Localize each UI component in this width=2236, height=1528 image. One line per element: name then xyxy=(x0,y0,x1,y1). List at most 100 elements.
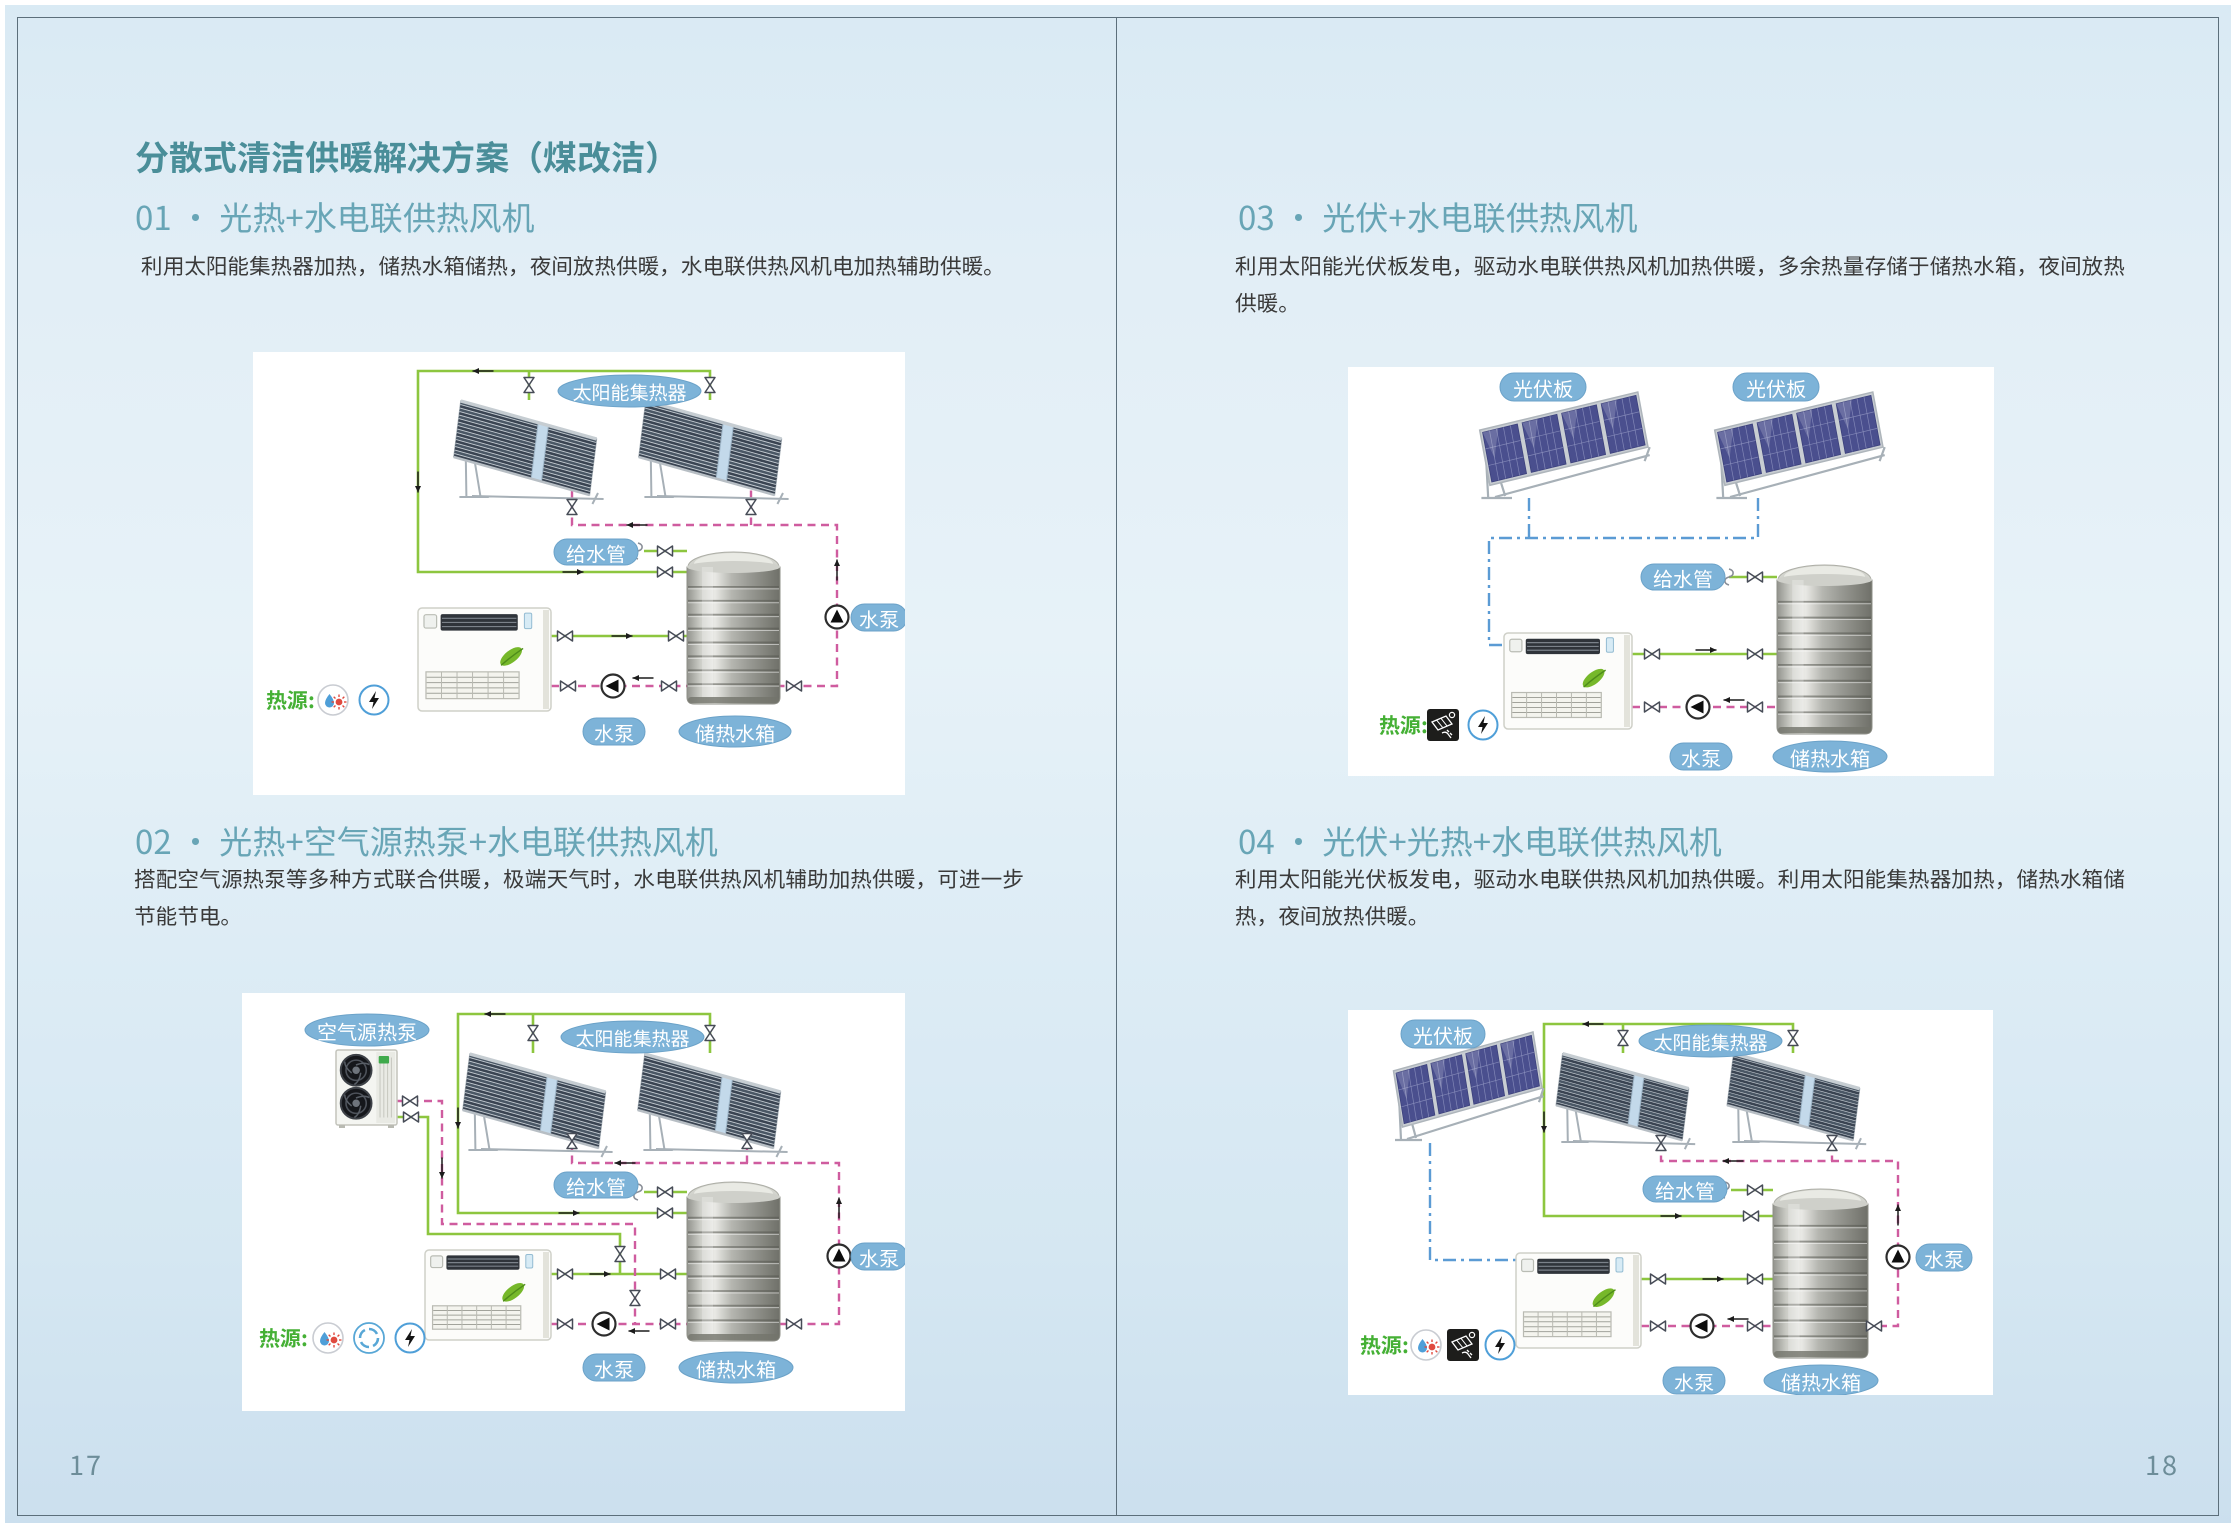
diagram-label-pill-shape xyxy=(678,1351,794,1384)
pv-panel-shape xyxy=(1601,399,1617,430)
flow-arrow-icon xyxy=(626,522,648,528)
fan-heater-shape xyxy=(1633,1255,1639,1346)
solar-collector-shape xyxy=(637,1108,774,1150)
solar-collector-shape xyxy=(463,1103,600,1145)
valve-triangle xyxy=(667,1268,677,1280)
solar-collector-shape xyxy=(1558,1083,1686,1121)
valve-triangle xyxy=(1865,1320,1875,1332)
pv-panel-shape xyxy=(1817,408,1828,458)
fan-heater-shape xyxy=(543,1252,549,1338)
valve-triangle xyxy=(564,1268,574,1280)
pipe-pink xyxy=(397,1099,637,1324)
valve-triangle xyxy=(1754,701,1764,713)
diagram-label-text: 太阳能集热器 xyxy=(1653,1029,1767,1056)
valve-icon xyxy=(566,498,578,516)
pv-panel-shape xyxy=(1720,440,1756,450)
pv-panel-shape xyxy=(1500,1040,1515,1071)
heat-source-cycle-icon-shape xyxy=(358,1328,366,1339)
symbols-layer xyxy=(1541,1021,1911,1339)
heat-pump-shape xyxy=(345,1092,368,1115)
pv-panel-shape xyxy=(1799,421,1835,431)
section-02-diagram: 空气源热泵太阳能集热器给水管水泵水泵储热水箱热源: xyxy=(242,993,905,1411)
schematic-canvas: 光伏板太阳能集热器给水管水泵水泵储热水箱热源: xyxy=(1360,1019,1973,1395)
heat-source-label: 热源: xyxy=(266,685,315,715)
solar-collector-shape xyxy=(642,425,779,467)
pv-panel-shape xyxy=(1777,417,1788,468)
pv-panel-shape xyxy=(1489,430,1500,481)
pv-panel-shape xyxy=(1505,1068,1537,1078)
heat-pump-shape xyxy=(388,1125,394,1128)
valve-icon xyxy=(566,1132,578,1150)
page-frame-border xyxy=(17,17,2219,1516)
solar-collector-shape xyxy=(1726,1103,1854,1142)
diagram-label-pill-shape xyxy=(304,1013,430,1047)
pv-panel-shape xyxy=(1607,428,1643,438)
valve-triangle xyxy=(1742,1210,1752,1222)
storage-tank-shape xyxy=(1772,1203,1869,1359)
pv-panel-shape xyxy=(1468,1061,1500,1071)
heat-source-pvchip-icon xyxy=(1427,709,1459,741)
valve-triangle xyxy=(556,630,566,642)
solar-collector-shape xyxy=(645,399,783,441)
diagram-label-text: 水泵 xyxy=(859,1243,899,1272)
fan-heater-shape xyxy=(1583,669,1606,688)
valve-triangle xyxy=(1746,571,1756,583)
diagram-label-pill-shape xyxy=(557,374,702,408)
pv-panel-shape xyxy=(1842,428,1878,438)
diagram-label-pill-shape xyxy=(850,1242,905,1271)
solar-collector-shape xyxy=(465,1085,602,1127)
valve-triangle xyxy=(664,545,674,557)
flow-arrow-icon xyxy=(1702,1276,1724,1282)
valve-triangle xyxy=(656,1207,666,1219)
pv-panel-shape xyxy=(1810,409,1821,460)
valve-triangle xyxy=(664,1186,674,1198)
pv-panel-shape xyxy=(1796,409,1813,439)
heat-source-label: 热源: xyxy=(259,1323,308,1353)
solar-collector-shape xyxy=(1561,1060,1689,1098)
valve-triangle xyxy=(1657,1273,1667,1285)
heat-pump-shape xyxy=(378,1056,390,1064)
solar-collector-shape xyxy=(1731,1070,1858,1108)
valve-icon xyxy=(629,1289,641,1307)
pv-panel-shape xyxy=(1564,421,1600,431)
pv-panel-shape xyxy=(1496,428,1507,479)
valve-triangle xyxy=(564,1318,574,1330)
valve-icon xyxy=(785,680,803,692)
solar-collector-shape xyxy=(637,1106,775,1148)
valve-triangle xyxy=(1746,701,1756,713)
valve-triangle xyxy=(793,680,803,692)
solar-collector-shape xyxy=(466,1075,604,1117)
valve-icon xyxy=(1746,648,1764,660)
pv-panel-shape xyxy=(1561,409,1578,439)
fan-heater-shape xyxy=(500,647,524,666)
pv-panel-shape xyxy=(1724,430,1735,481)
section-01-description: 利用太阳能集热器加热，储热水箱储热，夜间放热供暖，水电联供热风机电加热辅助供暖。 xyxy=(141,250,1005,281)
heat-source-sundrop-icon-shape xyxy=(1426,1350,1429,1353)
flow-arrow-icon xyxy=(1723,697,1745,703)
valve-icon xyxy=(1649,1273,1667,1285)
solar-collector-shape xyxy=(1731,1066,1859,1105)
solar-collector-shape xyxy=(1560,1066,1688,1105)
valve-icon xyxy=(1643,701,1661,713)
heat-source-sundrop-icon-shape xyxy=(333,696,336,699)
solar-collector-shape xyxy=(1728,1089,1856,1127)
valve-icon xyxy=(614,1245,626,1263)
valve-icon xyxy=(401,1095,419,1107)
valve-icon xyxy=(1649,1320,1667,1332)
valve-triangle xyxy=(1826,1142,1838,1152)
solar-collector-shape xyxy=(1730,1073,1858,1111)
valve-icon xyxy=(1746,1184,1764,1196)
valve-triangle xyxy=(793,1318,803,1330)
fan-heater-shape xyxy=(502,1283,526,1302)
flow-arrow-icon xyxy=(439,1157,445,1179)
solar-collector-shape xyxy=(1729,1079,1857,1118)
valve-triangle xyxy=(656,1186,666,1198)
heat-source-sundrop-icon-shape xyxy=(1428,1343,1436,1351)
solar-collector-shape xyxy=(1557,1089,1685,1127)
pv-panel-shape xyxy=(1738,427,1748,477)
valve-icon xyxy=(556,1268,574,1280)
valve-triangle xyxy=(704,1024,716,1034)
schematic-canvas: 光伏板光伏板给水管水泵储热水箱热源: xyxy=(1379,372,1888,773)
valve-triangle xyxy=(527,1024,539,1034)
symbols-layer xyxy=(415,368,850,699)
